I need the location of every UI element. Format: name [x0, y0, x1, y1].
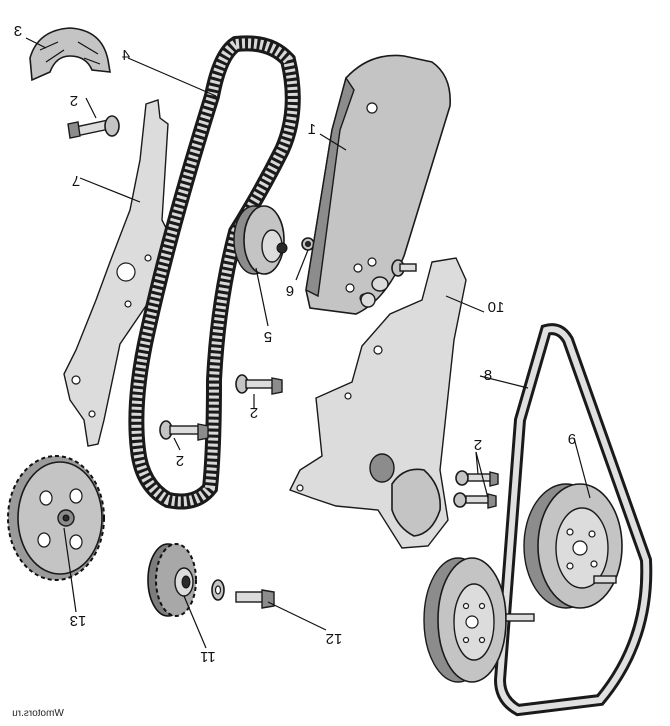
crankshaft-pulley: [423, 557, 535, 683]
part-5-tensioner-pulley: [233, 205, 288, 275]
part-1-upper-cover: [305, 54, 451, 315]
part-1-bolt: [391, 259, 417, 277]
callout-5: 5: [264, 328, 272, 345]
callout-2c: 2: [474, 436, 482, 453]
callout-7: 7: [72, 172, 80, 189]
callout-13: 13: [70, 612, 87, 629]
callout-8: 8: [484, 367, 492, 384]
callout-4: 4: [122, 47, 130, 64]
part-12-crank-bolt: [211, 579, 275, 609]
callout-11: 11: [200, 648, 216, 665]
callout-2d: 2: [176, 452, 184, 469]
part-11-crankshaft-sprocket: [147, 543, 197, 617]
watermark: Wmotors.ru: [12, 708, 64, 719]
part-9-pulley: [523, 483, 623, 609]
callouts: 3 4 2 7 1 6 5 10 8 2 9 2 2 13 12 11: [14, 23, 576, 665]
part-2-bolt-pair: [453, 470, 499, 509]
part-3-half-shield: [29, 27, 111, 82]
callout-1: 1: [308, 121, 316, 138]
callout-6: 6: [286, 282, 294, 299]
part-10-lower-cover: [289, 257, 467, 549]
callout-9: 9: [568, 430, 576, 447]
callout-12: 12: [326, 630, 343, 647]
callout-2b: 2: [250, 404, 258, 421]
part-6-nut: [301, 237, 315, 251]
leader-lines: [25, 37, 591, 649]
callout-3: 3: [14, 23, 22, 40]
part-8-v-belt: [493, 323, 653, 717]
part-7-rear-plate: [63, 99, 171, 447]
callout-2a: 2: [70, 92, 78, 109]
callout-10: 10: [488, 299, 505, 316]
part-4-timing-belt: [128, 35, 301, 510]
part-2-bolt-belt: [159, 420, 209, 441]
part-2-bolt-top: [67, 115, 120, 139]
part-13-camshaft-sprocket: [7, 455, 105, 581]
part-2-bolt-mid: [235, 374, 283, 395]
